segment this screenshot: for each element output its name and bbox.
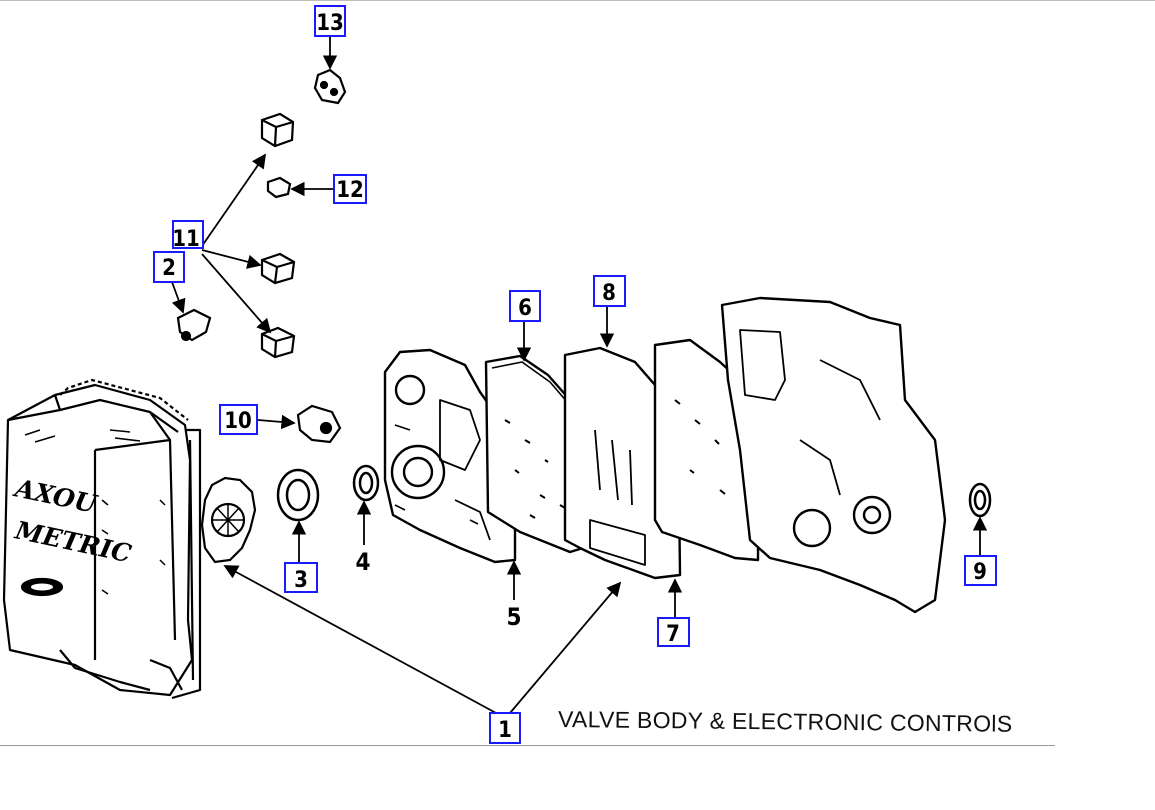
callout-10-label: 10 xyxy=(224,409,252,434)
oil-pan xyxy=(2,378,202,700)
callout-6-label: 6 xyxy=(518,296,532,321)
bottom-rule xyxy=(0,745,1055,746)
callout-9-label: 9 xyxy=(973,560,987,585)
callout-8-label: 8 xyxy=(602,281,616,306)
callout-13-label: 13 xyxy=(316,11,344,36)
channel-plate-case xyxy=(720,296,947,614)
callout-4: 4 xyxy=(355,548,370,576)
seal-ring-3 xyxy=(276,468,320,522)
filter-gasket xyxy=(200,476,257,564)
callout-4-label: 4 xyxy=(355,548,370,576)
callout-8: 8 xyxy=(593,275,626,307)
solenoid-middle xyxy=(260,252,296,285)
callout-9: 9 xyxy=(964,555,997,586)
solenoid-lower xyxy=(260,326,296,359)
callout-3: 3 xyxy=(284,562,318,593)
callout-2: 2 xyxy=(153,251,185,283)
callout-11-label: 11 xyxy=(172,227,200,252)
callout-12: 12 xyxy=(333,174,367,204)
solenoid-upper xyxy=(260,112,295,148)
callout-5: 5 xyxy=(506,603,521,631)
switch-2 xyxy=(176,308,212,342)
seal-ring-4 xyxy=(352,464,380,502)
callout-6: 6 xyxy=(509,290,541,322)
leader-lines xyxy=(171,37,988,714)
callout-10: 10 xyxy=(219,404,258,435)
spacer-plate-7 xyxy=(563,346,682,580)
callout-5-label: 5 xyxy=(506,603,521,631)
top-rule xyxy=(0,0,1155,1)
seal-ring-9 xyxy=(968,482,992,518)
diagram-caption: VALVE BODY & ELECTRONIC CONTROlS xyxy=(558,706,1013,737)
callout-7-label: 7 xyxy=(666,622,680,647)
solenoid-13 xyxy=(313,68,347,105)
callout-1: 1 xyxy=(489,712,521,744)
callout-2-label: 2 xyxy=(162,256,176,281)
callout-12-label: 12 xyxy=(336,178,364,203)
callout-1-label: 1 xyxy=(498,718,512,743)
callout-13: 13 xyxy=(314,5,346,37)
sensor-12 xyxy=(266,176,292,199)
valve-body-5 xyxy=(383,348,517,564)
sensor-10 xyxy=(296,404,342,444)
callout-11: 11 xyxy=(172,220,204,252)
callout-3-label: 3 xyxy=(294,568,308,593)
callout-7: 7 xyxy=(657,617,690,647)
